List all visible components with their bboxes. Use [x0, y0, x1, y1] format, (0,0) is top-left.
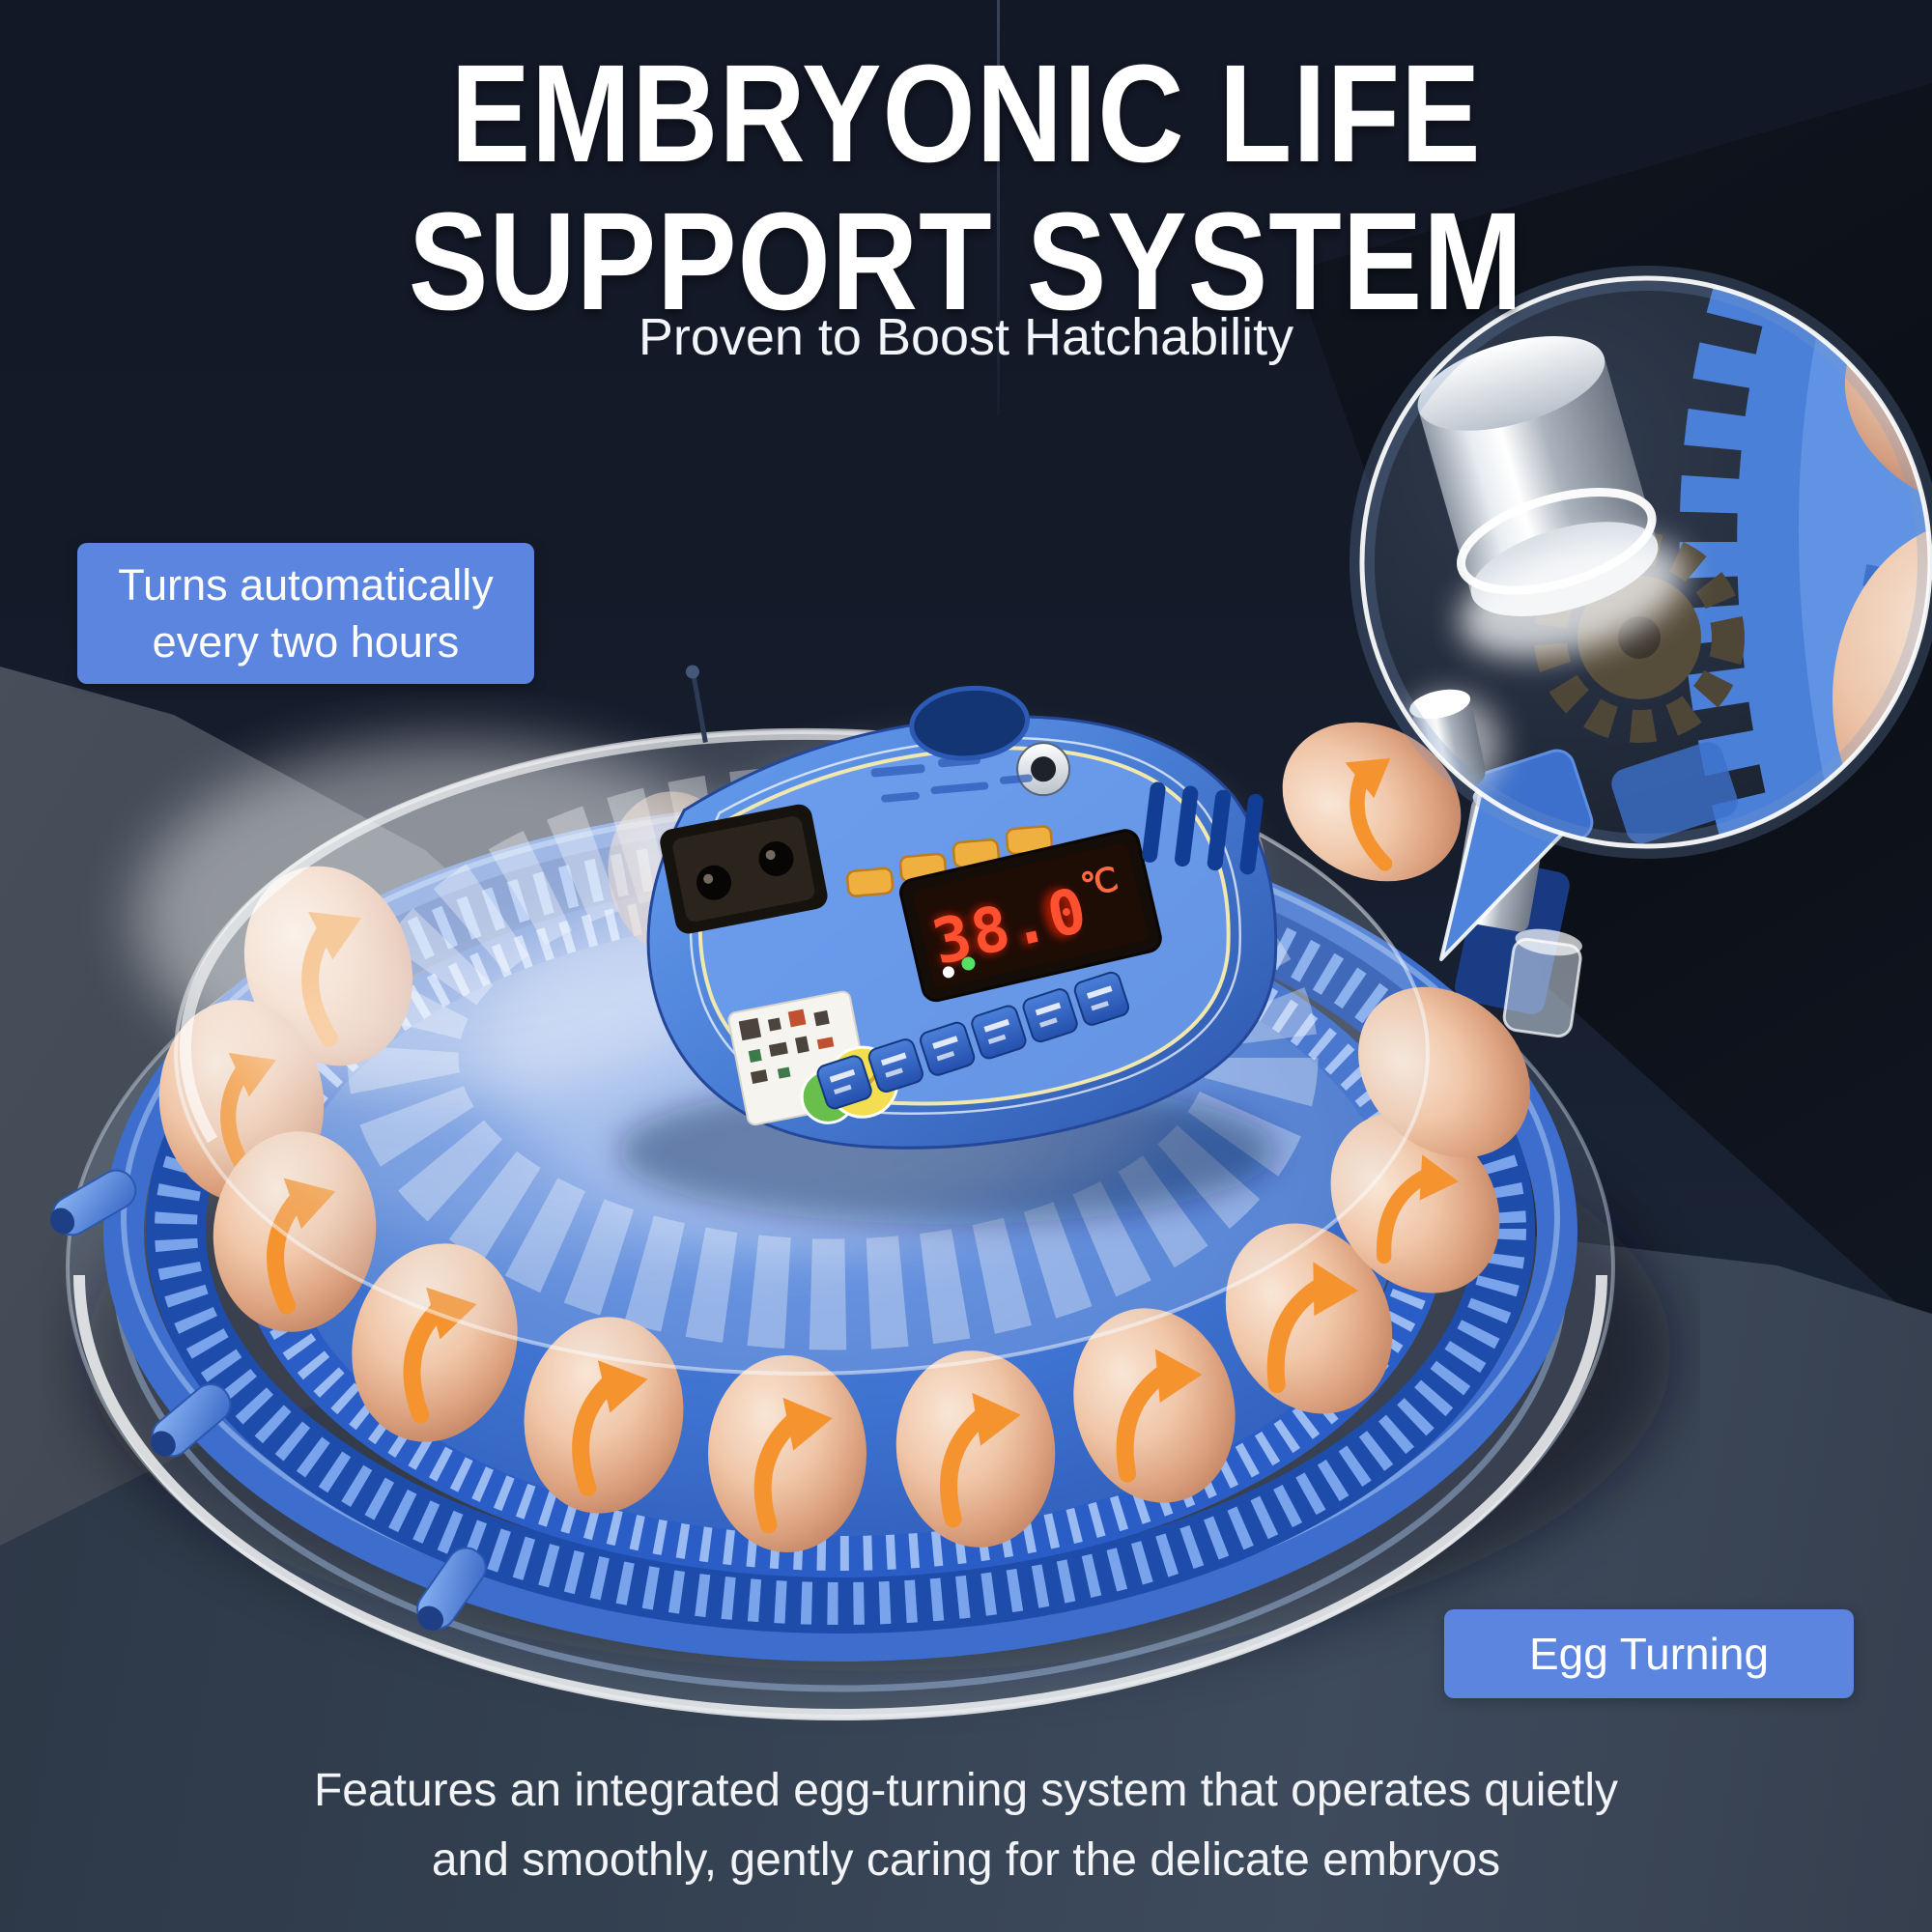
egg — [708, 1355, 867, 1552]
printed-label-marks — [870, 755, 1033, 803]
egg — [1073, 1308, 1236, 1503]
callout-auto-turn-line2: every two hours — [152, 617, 460, 667]
callout-egg-turning: Egg Turning — [1444, 1609, 1854, 1698]
egg — [1358, 986, 1530, 1158]
egg — [524, 1317, 684, 1514]
side-tab — [151, 1383, 232, 1458]
function-buttons — [816, 971, 1129, 1110]
sensor-probe — [691, 676, 708, 743]
display-unit: ℃ — [1077, 860, 1122, 906]
incubator-illustration: 38.0 38.0 ℃ — [50, 665, 1671, 1720]
page-title-line2: SUPPORT SYSTEM — [408, 183, 1524, 339]
speaker-grille — [1142, 781, 1264, 875]
egg — [1225, 1223, 1393, 1414]
feature-description-line2: and smoothly, gently caring for the deli… — [431, 1834, 1501, 1886]
side-tab — [50, 1169, 137, 1236]
display-indicator-green — [961, 956, 976, 971]
control-panel: 38.0 38.0 ℃ — [618, 665, 1278, 1224]
sensor-probe-tip — [685, 665, 699, 679]
page-title: EMBRYONIC LIFE SUPPORT SYSTEM — [135, 36, 1797, 339]
feature-description-line1: Features an integrated egg-turning syste… — [313, 1765, 1619, 1816]
side-tab — [416, 1547, 487, 1631]
inset-motor-shaft — [1417, 335, 1686, 658]
callout-egg-turning-label: Egg Turning — [1528, 1629, 1770, 1679]
background-wall-seam — [997, 0, 1000, 415]
callout-auto-turn: Turns automatically every two hours — [77, 543, 534, 684]
egg — [895, 1350, 1056, 1548]
display-indicator-white — [942, 966, 954, 979]
callout-auto-turn-line1: Turns automatically — [118, 559, 494, 610]
feature-description: Features an integrated egg-turning syste… — [0, 1756, 1932, 1895]
egg — [352, 1243, 518, 1442]
observation-knob — [1016, 742, 1071, 797]
led-display: 38.0 38.0 ℃ — [899, 829, 1162, 1003]
egg — [1282, 722, 1462, 882]
page-subtitle: Proven to Boost Hatchability — [638, 308, 1294, 366]
inset-rim — [1359, 275, 1932, 849]
clear-coupling — [1502, 928, 1582, 1038]
magnified-gear-inset — [1350, 266, 1932, 961]
display-buttons — [845, 825, 1054, 897]
egg — [1330, 1112, 1500, 1293]
page-title-line1: EMBRYONIC LIFE — [450, 36, 1482, 191]
ac-power-socket — [660, 804, 828, 934]
